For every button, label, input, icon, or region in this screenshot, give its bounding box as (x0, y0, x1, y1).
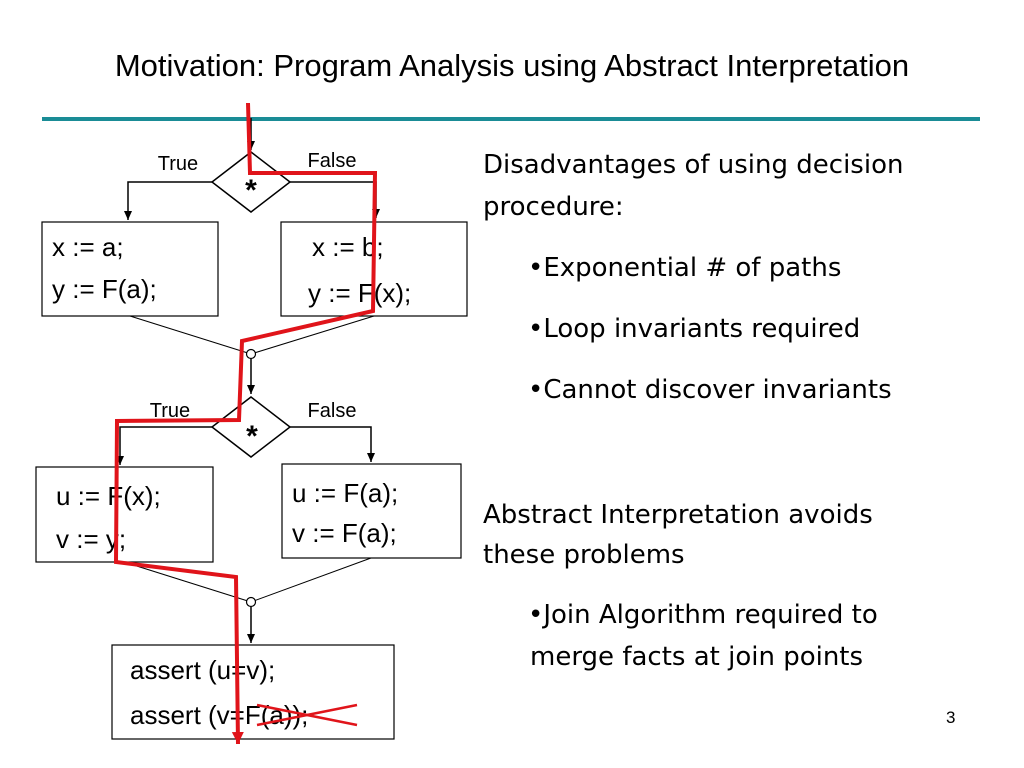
join-line-a (129, 315, 252, 355)
execution-path (113, 102, 378, 745)
block-a-line2: y := F(a); (52, 274, 157, 304)
join-point-2 (245, 596, 257, 608)
block-a (41, 221, 219, 317)
decision-1-true-label: True (158, 153, 198, 175)
bullet-cannot-discover: •Cannot discover invariants (528, 375, 892, 405)
decision-2-false-label: False (308, 400, 357, 422)
join-line-b (250, 315, 375, 355)
decision-2-true-label: True (150, 400, 190, 422)
decision-1-condition: * (245, 174, 257, 207)
heading-abstract-interpretation: Abstract Interpretation avoids (483, 500, 873, 530)
block-d-line1: u := F(a); (292, 478, 398, 508)
true-arrow-1 (124, 181, 212, 220)
bullet-loop-invariants: •Loop invariants required (528, 314, 861, 344)
decision-diamond-2 (210, 396, 292, 458)
title-divider (42, 117, 980, 121)
assert-line2: assert (v=F(a)); (130, 700, 308, 730)
assert-line1: assert (u=v); (130, 655, 275, 685)
block-d-line2: v := F(a); (292, 518, 397, 548)
block-c-line1: u := F(x); (56, 481, 161, 511)
bullet-exponential-paths: •Exponential # of paths (528, 253, 842, 283)
false-arrow-1 (290, 181, 380, 218)
slide-title: Motivation: Program Analysis using Abstr… (114, 48, 910, 83)
strike-line-2 (256, 703, 358, 727)
block-b-line1: x := b; (312, 232, 384, 262)
heading-disadvantages: Disadvantages of using decision (483, 150, 904, 180)
bullet-join-algorithm: •Join Algorithm required to (528, 600, 878, 630)
decision-2-condition: * (246, 420, 258, 453)
page-number: 3 (946, 708, 956, 727)
bullet-join-algorithm-cont: merge facts at join points (530, 642, 864, 672)
false-arrow-2 (290, 426, 375, 462)
block-a-line1: x := a; (52, 232, 124, 262)
block-b-line2: y := F(x); (308, 278, 411, 308)
join-point-1 (245, 348, 257, 360)
heading-disadvantages-cont: procedure: (483, 192, 624, 222)
true-arrow-2 (116, 426, 212, 465)
block-d (281, 463, 462, 559)
join-line-c (123, 561, 252, 603)
block-c (35, 466, 214, 563)
decision-1-false-label: False (308, 150, 357, 172)
heading-abstract-interpretation-cont: these problems (483, 540, 685, 570)
join-line-d (250, 557, 372, 603)
